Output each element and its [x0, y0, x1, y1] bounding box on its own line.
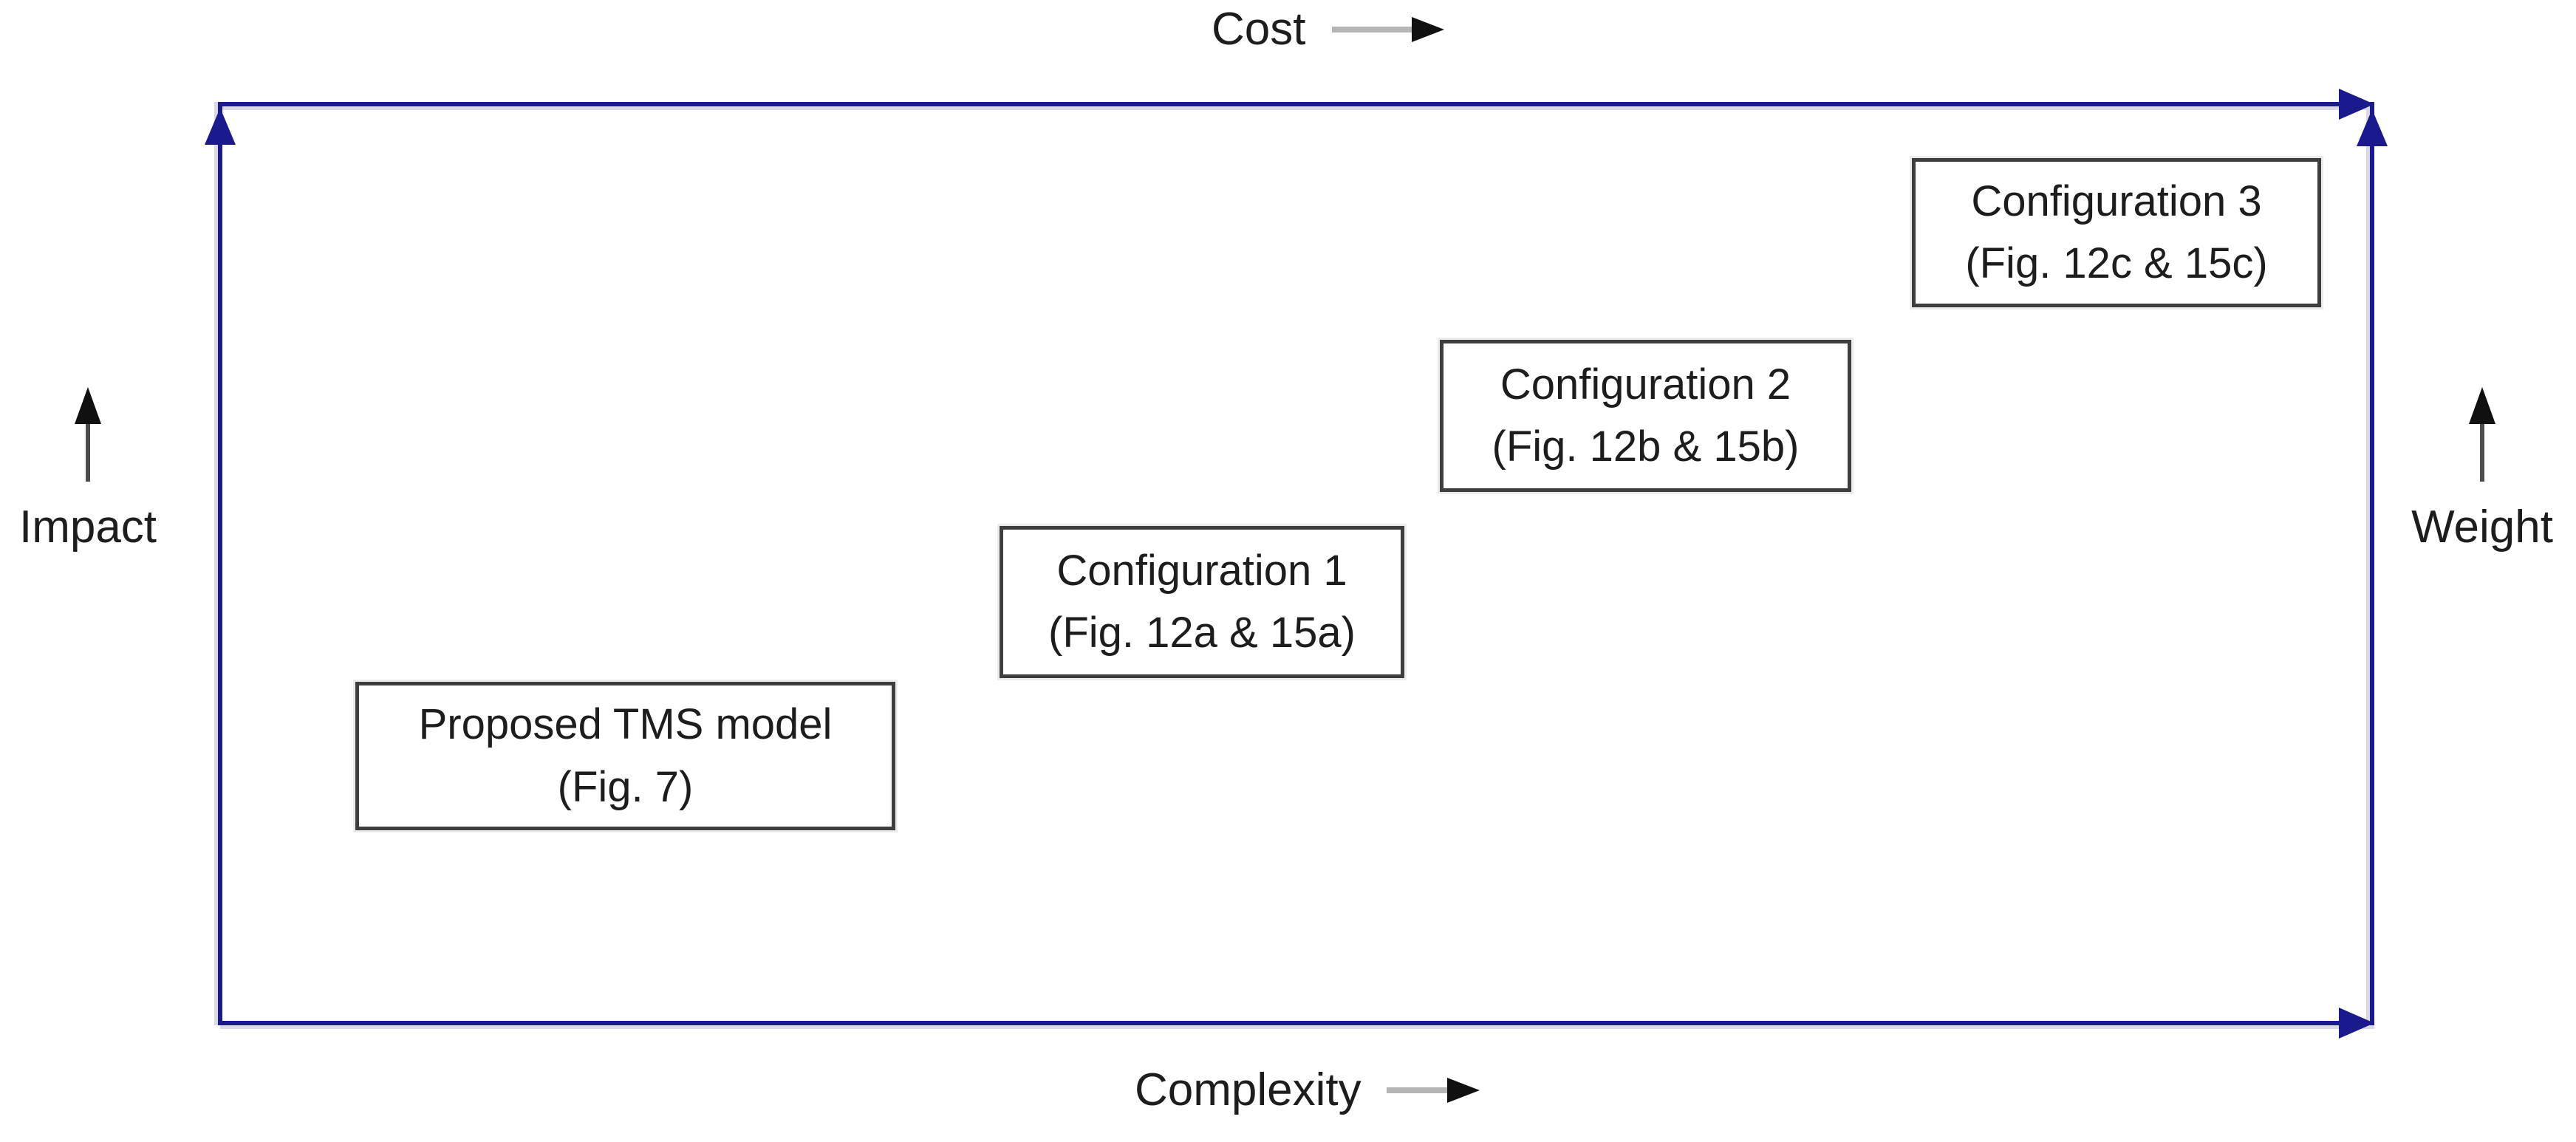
weight-arrow-icon — [2469, 387, 2495, 482]
node-configuration-2: Configuration 2 (Fig. 12b & 15b) — [1440, 340, 1851, 492]
node-title: Configuration 2 — [1500, 360, 1791, 408]
axis-impact: Impact — [1, 387, 174, 553]
frame-bottom-arrowhead-icon — [2339, 1008, 2374, 1039]
cost-arrow-head — [1412, 16, 1445, 42]
axis-cost-label: Cost — [1212, 4, 1306, 55]
node-subtitle: (Fig. 7) — [557, 762, 694, 811]
node-configuration-3: Configuration 3 (Fig. 12c & 15c) — [1912, 158, 2321, 307]
axis-weight-label: Weight — [2411, 502, 2553, 553]
frame-top-line — [220, 102, 2374, 106]
complexity-arrow-head — [1446, 1077, 1480, 1103]
node-subtitle: (Fig. 12b & 15b) — [1492, 423, 1800, 471]
cost-arrow-icon — [1332, 16, 1445, 42]
node-title: Proposed TMS model — [418, 700, 833, 749]
impact-arrow-icon — [75, 387, 101, 482]
node-title: Configuration 1 — [1056, 546, 1347, 595]
impact-arrow-head — [75, 387, 101, 424]
complexity-arrow-icon — [1386, 1077, 1480, 1103]
impact-arrow-shaft — [86, 424, 90, 482]
weight-arrow-head — [2469, 387, 2495, 424]
frame-left-line — [218, 102, 222, 1025]
axis-complexity: Complexity — [1135, 1064, 1480, 1116]
node-configuration-1: Configuration 1 (Fig. 12a & 15a) — [1000, 526, 1404, 678]
node-subtitle: (Fig. 12a & 15a) — [1048, 609, 1356, 657]
node-proposed-tms-model: Proposed TMS model (Fig. 7) — [355, 682, 895, 830]
axis-cost: Cost — [1212, 3, 1445, 55]
frame-right-line — [2370, 102, 2374, 1025]
weight-arrow-shaft — [2480, 424, 2484, 482]
complexity-arrow-shaft — [1386, 1087, 1447, 1093]
frame-right-arrowhead-icon — [2357, 109, 2388, 146]
node-subtitle: (Fig. 12c & 15c) — [1965, 239, 2268, 287]
frame-bottom-line — [220, 1021, 2374, 1025]
node-title: Configuration 3 — [1971, 177, 2262, 225]
axis-impact-label: Impact — [18, 502, 157, 553]
frame-left-arrowhead-icon — [205, 108, 236, 145]
axis-weight: Weight — [2394, 387, 2571, 553]
cost-arrow-shaft — [1332, 26, 1412, 33]
axis-complexity-label: Complexity — [1135, 1064, 1362, 1115]
